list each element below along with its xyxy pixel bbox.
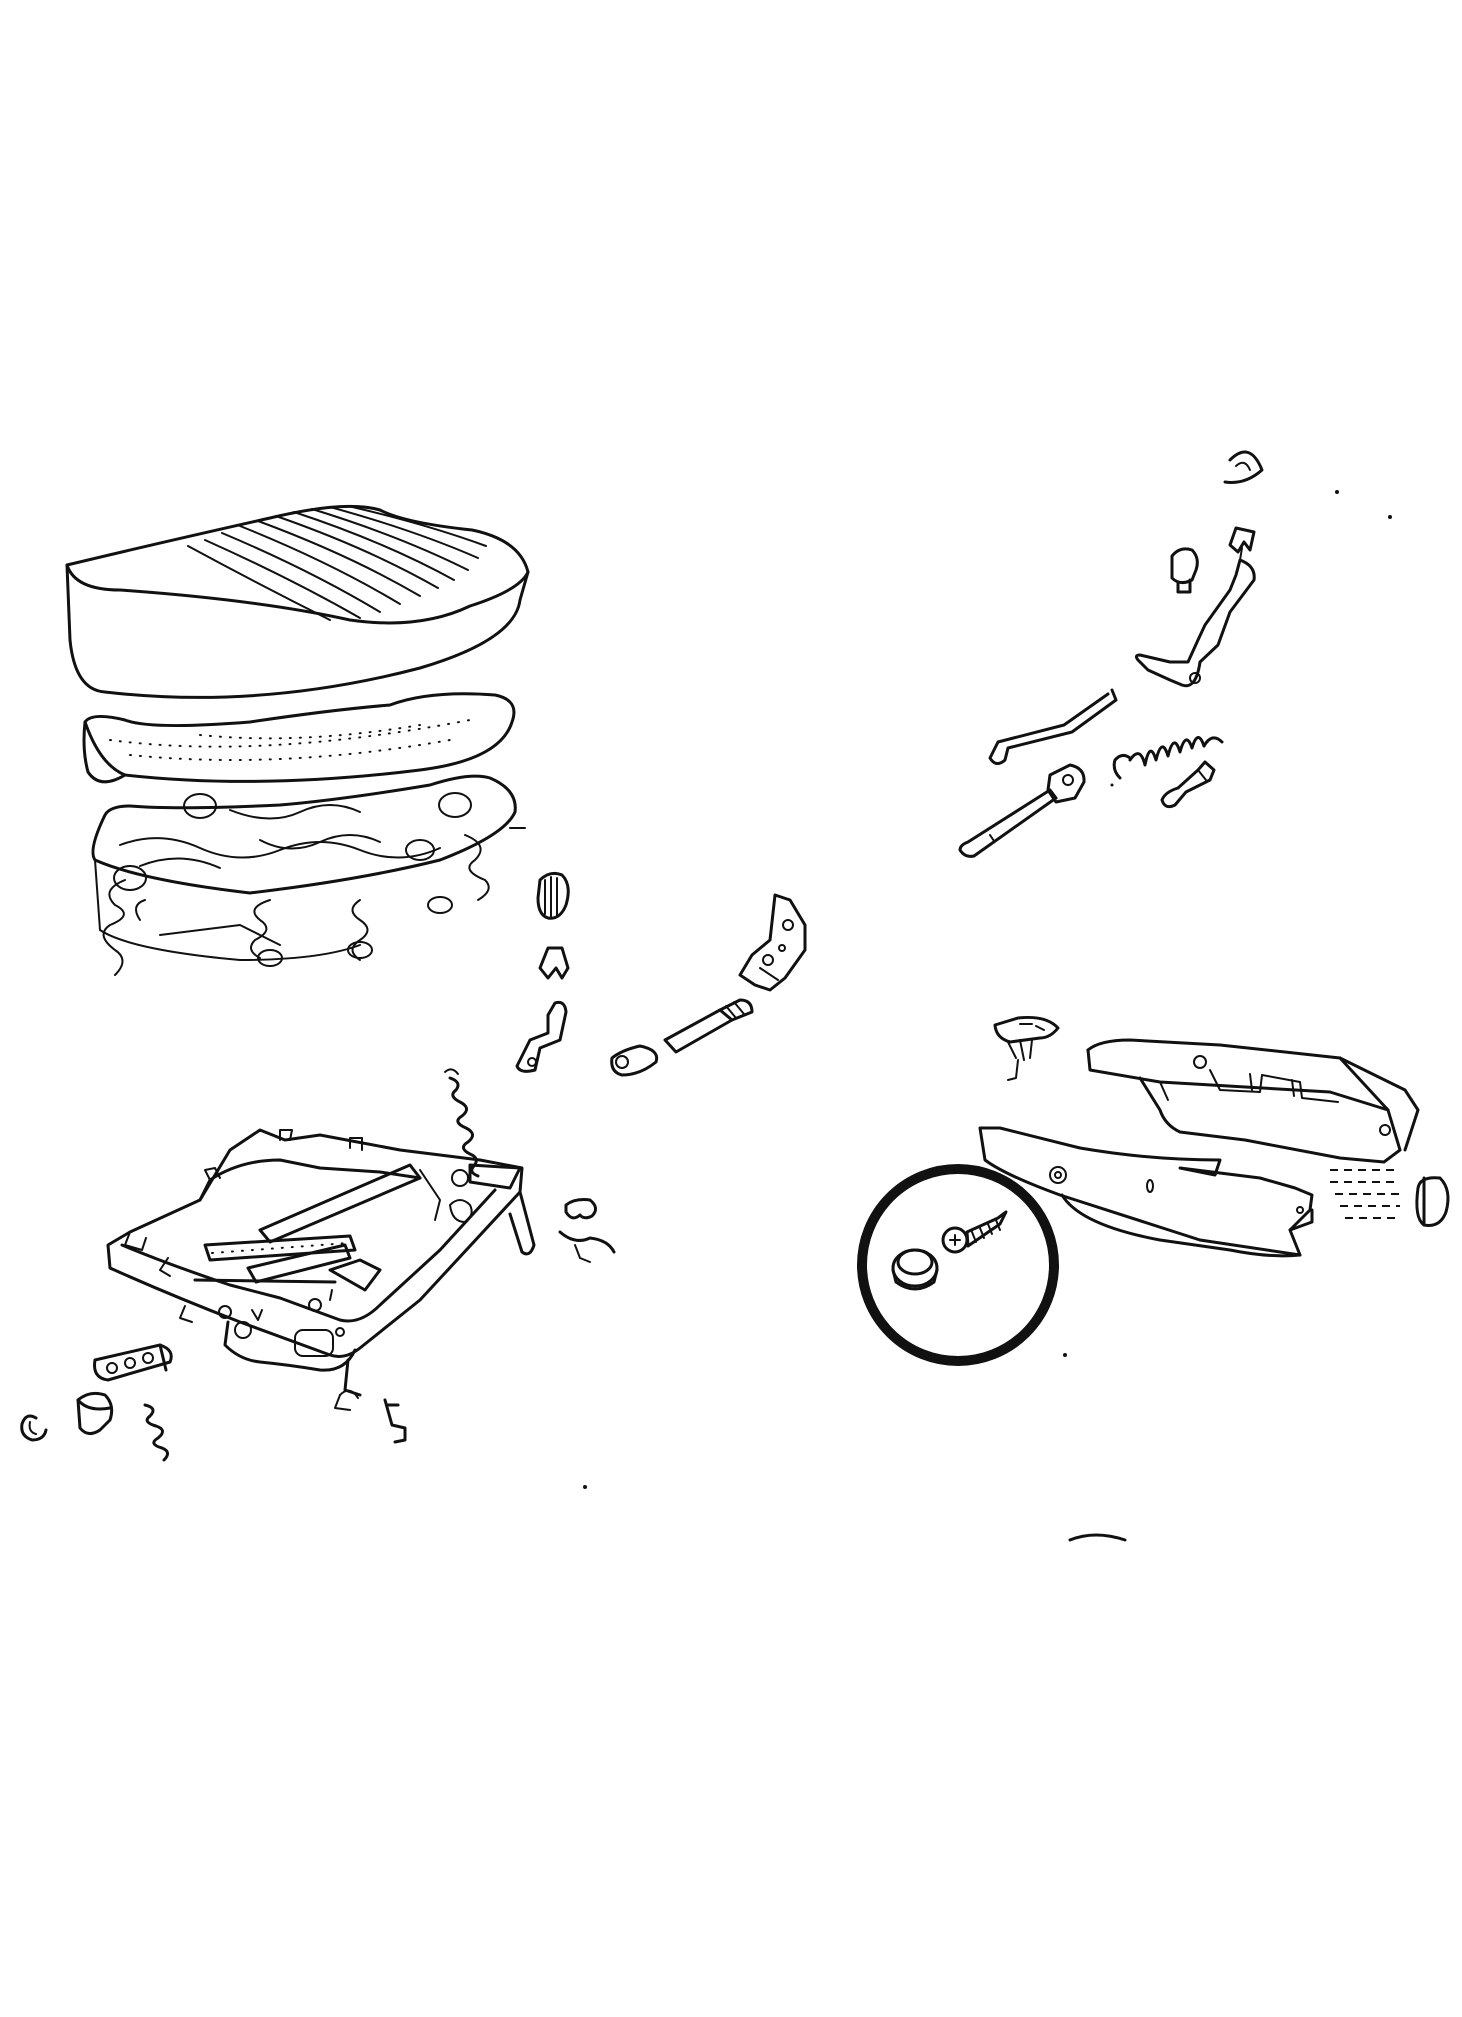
seat-track-cover-outer [978, 1126, 1314, 1258]
cover-clip [993, 1016, 1060, 1081]
seat-frame [106, 1128, 536, 1399]
scan-specks [583, 490, 1392, 1542]
reclining-rod [958, 763, 1086, 858]
seat-cushion-pad [82, 692, 516, 784]
end-cap [1415, 1176, 1450, 1227]
adjust-lever [515, 1000, 568, 1073]
adjuster-rod [610, 998, 754, 1077]
small-lever [1160, 760, 1216, 809]
bracket [334, 1394, 407, 1444]
upper-knob [1170, 547, 1199, 594]
tapping-screw [941, 1210, 1008, 1254]
upper-clip [1228, 526, 1256, 554]
recliner-plate [738, 893, 807, 992]
lever-clip [538, 946, 570, 980]
wire-clip [558, 1198, 616, 1263]
cover-cap [891, 1248, 939, 1291]
seat-spring-frame [91, 774, 526, 976]
coil-spring [143, 1403, 169, 1462]
hidden-line-guide [1330, 1169, 1400, 1219]
link-rod [988, 688, 1118, 765]
height-adjust-knob [536, 871, 570, 920]
highlight-circle [857, 1164, 1059, 1366]
seat-cushion-cover [65, 504, 530, 699]
pivot-link [93, 1343, 173, 1382]
upper-partial-part [1223, 450, 1264, 484]
upper-bracket [1134, 547, 1256, 688]
return-spring [444, 1068, 480, 1178]
tension-spring [1112, 736, 1224, 780]
e-ring [20, 1414, 48, 1442]
seat-track-cover-inner [1086, 1038, 1420, 1164]
knob-cap [76, 1391, 114, 1435]
